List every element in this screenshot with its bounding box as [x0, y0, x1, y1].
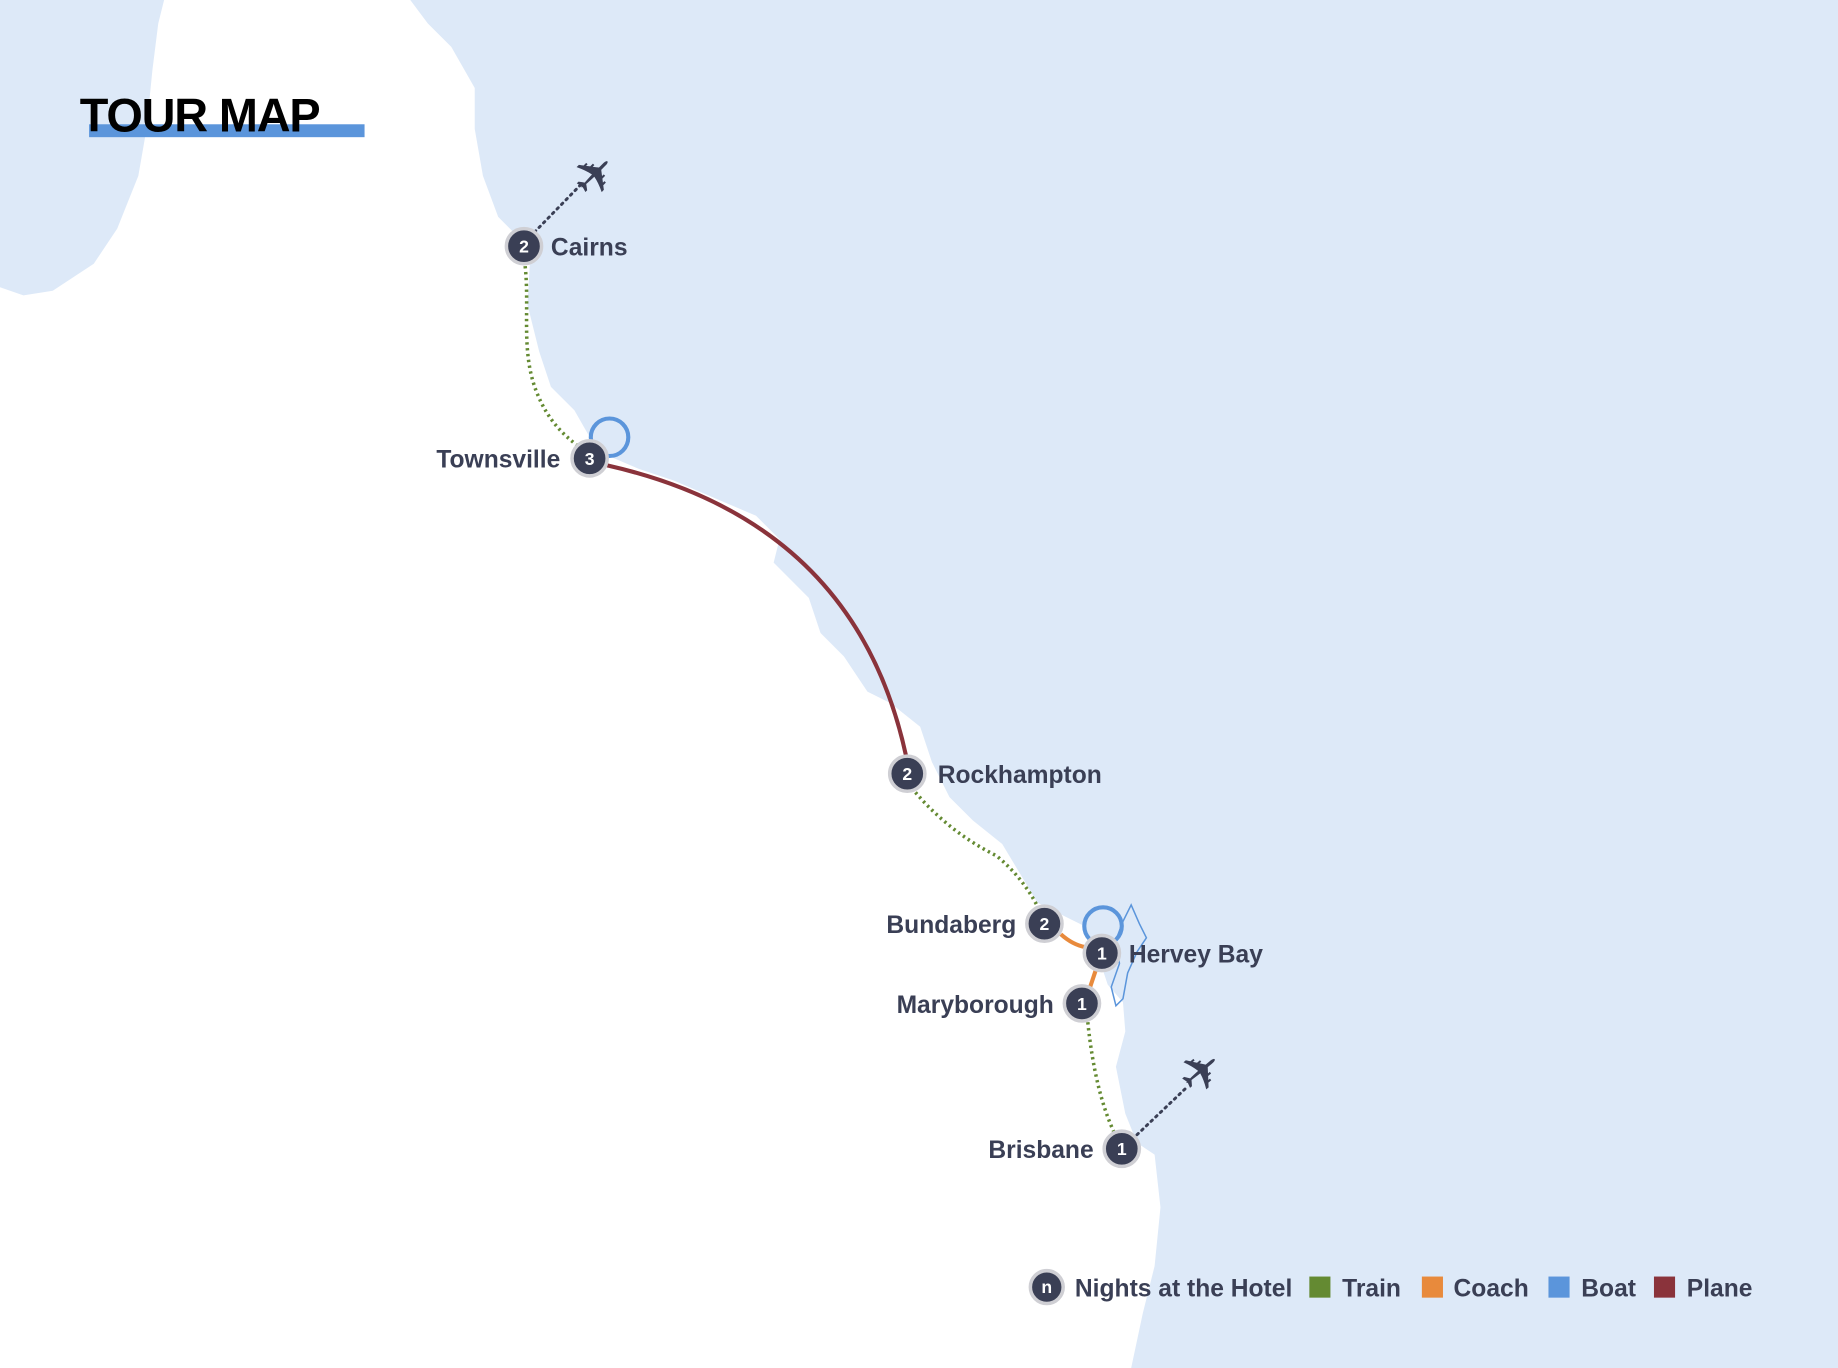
stop-hervey-bay[interactable]: 1 Hervey Bay [1082, 933, 1263, 973]
route-coach-herveybay-maryborough [1088, 968, 1098, 988]
legend-marker [1028, 1268, 1065, 1306]
title-underline [89, 124, 365, 138]
stop-label: Rockhampton [938, 762, 1102, 789]
nights-count: 1 [1077, 994, 1087, 1014]
land [0, 0, 1161, 1368]
legend: n Nights at the Hotel Train Coach Boat P… [1028, 1268, 1753, 1306]
stop-label: Hervey Bay [1129, 941, 1263, 968]
nights-count: 1 [1097, 943, 1107, 963]
legend-coach-swatch [1421, 1276, 1443, 1298]
legend-boat-swatch [1548, 1276, 1570, 1298]
boat-trip-townsville [588, 416, 631, 459]
nights-count: 2 [902, 764, 912, 784]
legend-coach-label: Coach [1454, 1275, 1529, 1302]
route-train-maryborough-brisbane [1086, 1021, 1116, 1132]
stop-label: Maryborough [897, 992, 1054, 1019]
stop-maryborough[interactable]: 1 Maryborough [897, 984, 1102, 1023]
legend-train-label: Train [1342, 1275, 1401, 1302]
nights-count: 2 [519, 237, 529, 257]
stop-rockhampton[interactable]: 2 Rockhampton [887, 754, 1102, 794]
nights-count: 2 [1040, 914, 1050, 934]
legend-marker-symbol: n [1041, 1277, 1052, 1297]
route-coach-bundaberg-herveybay [1059, 932, 1086, 950]
legend-plane-swatch [1653, 1276, 1676, 1298]
stop-label: Townsville [436, 447, 560, 474]
stop-cairns[interactable]: 2 Cairns [504, 226, 628, 266]
legend-train-swatch [1309, 1276, 1331, 1298]
nights-count: 3 [585, 449, 595, 469]
nights-count: 1 [1117, 1139, 1127, 1159]
route-flight-cairns [533, 183, 582, 234]
route-plane-townsville-rockhampton [606, 463, 909, 757]
legend-nights-label: Nights at the Hotel [1075, 1275, 1292, 1302]
legend-boat-label: Boat [1581, 1275, 1636, 1302]
route-flight-brisbane [1135, 1086, 1188, 1137]
stop-bundaberg[interactable]: 2 Bundaberg [886, 904, 1064, 944]
route-train-cairns-townsville [523, 265, 582, 450]
stop-label: Bundaberg [886, 912, 1016, 939]
stop-label: Brisbane [988, 1137, 1093, 1164]
stop-label: Cairns [551, 235, 628, 262]
stop-townsville[interactable]: 3 Townsville [436, 439, 609, 478]
legend-plane-label: Plane [1687, 1275, 1753, 1302]
route-train-rockhampton-bundaberg [914, 791, 1039, 907]
page-title: TOUR MAP [80, 89, 320, 141]
stop-brisbane[interactable]: 1 Brisbane [988, 1129, 1142, 1169]
